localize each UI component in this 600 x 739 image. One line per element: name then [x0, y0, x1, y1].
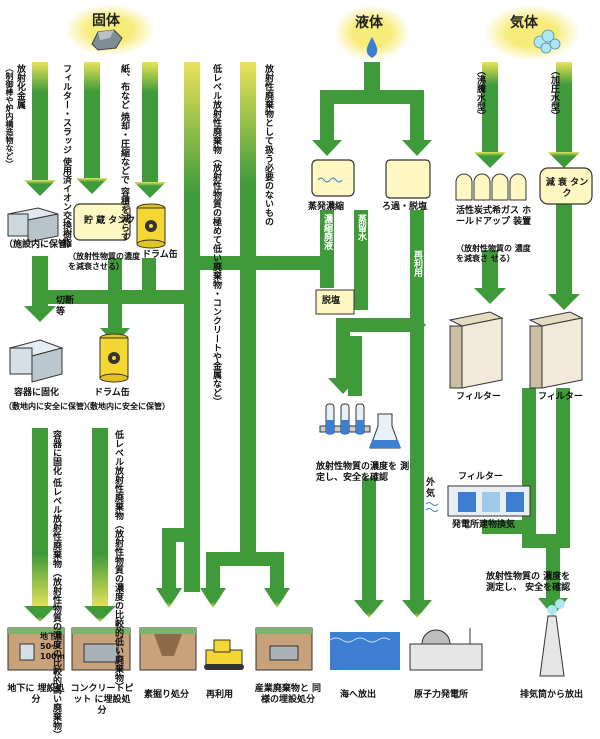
filter1-label: フィルター: [456, 392, 501, 402]
stack-label: 排気筒から放出: [520, 690, 584, 700]
rock-icon: [91, 29, 123, 51]
drum-icon-2: [99, 333, 129, 383]
charcoal-note-label: （放射性物質の 濃度を減衰さ せる）: [456, 244, 531, 263]
industrial-burial-icon: [255, 627, 313, 671]
gas-col2-label: （加圧水型）: [549, 66, 559, 120]
ventilation-filter-icon: [447, 485, 531, 517]
outside-air-label: 外気: [426, 478, 436, 499]
solid-col2-low-label: 低レベル放射性廃棄物（放射性物質の濃度の比較的低い廃棄物）: [113, 430, 123, 691]
trench-label: 素掘り処分: [144, 690, 190, 700]
stack-icon: [539, 599, 565, 677]
solid-lower-arrows: [24, 428, 116, 622]
gas-heading: 気体: [510, 15, 538, 31]
distill-label: 蒸留水: [356, 214, 366, 241]
air-wave-icon: [425, 502, 439, 512]
underground-icon: [7, 627, 65, 671]
reuse-disposal-label: 再利用: [206, 690, 234, 700]
decay-tank-icon: [539, 167, 593, 205]
steam-icon: [533, 29, 561, 54]
container-icon: [8, 339, 64, 383]
liquid-bubble: [334, 5, 410, 61]
solidify-label: 容器に固化: [14, 388, 60, 398]
solid-mid-arrows: [24, 256, 184, 344]
cross-arrow: [200, 256, 320, 270]
solid-arrows: [24, 62, 256, 592]
solid-col1-sub: （制御棒や炉内構造物など）: [5, 64, 14, 168]
filter-label: ろ過・脱塩: [382, 202, 428, 212]
keep-label: （施設内に保管）: [4, 240, 77, 250]
holdup-tanks-icon: [455, 173, 527, 201]
underground-label: 地下に 埋設処分: [7, 684, 65, 705]
evaporator-icon: [311, 159, 355, 197]
concrete-pit-icon: [71, 627, 131, 671]
liquid-arrows: [312, 62, 432, 618]
keep-box-icon: [7, 207, 59, 243]
gas-arrows: [474, 62, 580, 168]
drum2-note-label: （敷地内に安全に保管）: [82, 402, 170, 411]
liquid-measure-label: 放射性物質の濃度を 測定し、安全を確認: [316, 462, 410, 483]
solid-bottom-arrows: [156, 528, 290, 608]
filter-block-icon-1: [448, 311, 504, 389]
storage-tank-label: 貯 蔵 タンク: [84, 216, 136, 226]
ventilation-label: 発電所建物換気: [452, 520, 516, 530]
pit-label: コンクリートピット に埋設処分: [70, 684, 134, 716]
charcoal-label: 活性炭式希ガス ホールドアップ 装置: [456, 206, 532, 227]
industrial-label: 産業廃棄物と 同様の埋設処分: [254, 684, 322, 705]
filter-block-icon-2: [528, 311, 584, 389]
liquid-heading: 液体: [355, 15, 383, 31]
solidify-note-label: （敷地内に安全に保管）: [4, 402, 92, 411]
solid-col2-label: フィルター・スラッジ 使用済イオン交換樹脂: [61, 64, 71, 248]
filter-box-icon: [385, 159, 431, 199]
solid-col3-label: 紙、布など 焼却・圧縮などで 容積を減らす: [119, 64, 129, 242]
evaporator-label: 蒸発濃縮: [308, 202, 345, 212]
gas-col1-label: （沸騰水型）: [475, 66, 485, 120]
sea-label: 海へ放出: [340, 690, 377, 700]
filter2-label: フィルター: [538, 392, 583, 402]
drum2-label: ドラム缶: [94, 388, 130, 398]
reuse-label: 再利用: [412, 250, 422, 277]
solid-col4-label: 低レベル放射性廃棄物（放射性物質の極めて低い廃棄物・コンクリートや金属など）: [211, 64, 221, 406]
water-drop-icon: [366, 37, 378, 58]
sea-icon: [329, 632, 400, 670]
desalt-label: 脱塩: [322, 296, 341, 306]
radioactive-waste-flow-diagram: [7, 4, 593, 677]
solid-col1-label: 放射化金属: [15, 64, 25, 109]
solid-col5-label: 放射性廃棄物として扱う必要のないもの: [263, 64, 273, 226]
solid-col1-low-label: 容器に固化 低レベル放射性廃棄物（放射性物質の濃度の比較的高い廃棄物）: [51, 430, 61, 739]
test-tubes-icon: [319, 403, 401, 449]
trench-icon: [139, 627, 197, 671]
cut-label: 切断等: [56, 296, 75, 317]
depth-label: 地下 50～ 100m: [40, 632, 66, 661]
drum1-label: ドラム缶: [142, 250, 178, 260]
gas-mid-arrows: [474, 204, 580, 616]
power-plant-icon: [409, 628, 483, 671]
conc-label: 濃縮廃液: [322, 214, 332, 250]
storage-tank-icon: [73, 203, 131, 241]
plant-label: 原子力発電所: [414, 690, 469, 700]
solid-heading: 固体: [92, 13, 120, 29]
bulldozer-icon: [204, 639, 244, 670]
drum-icon: [136, 203, 166, 249]
gas-measure-label: 放射性物質の 濃度を測定し、 安全を確認: [486, 572, 571, 593]
decay-tank-label: 減 衰 タンク: [545, 178, 589, 199]
desalt-box-icon: [315, 289, 355, 315]
filter3-label: フィルター: [458, 472, 503, 482]
storage-note-label: （放射性物質の濃度を減衰させる）: [68, 252, 140, 271]
